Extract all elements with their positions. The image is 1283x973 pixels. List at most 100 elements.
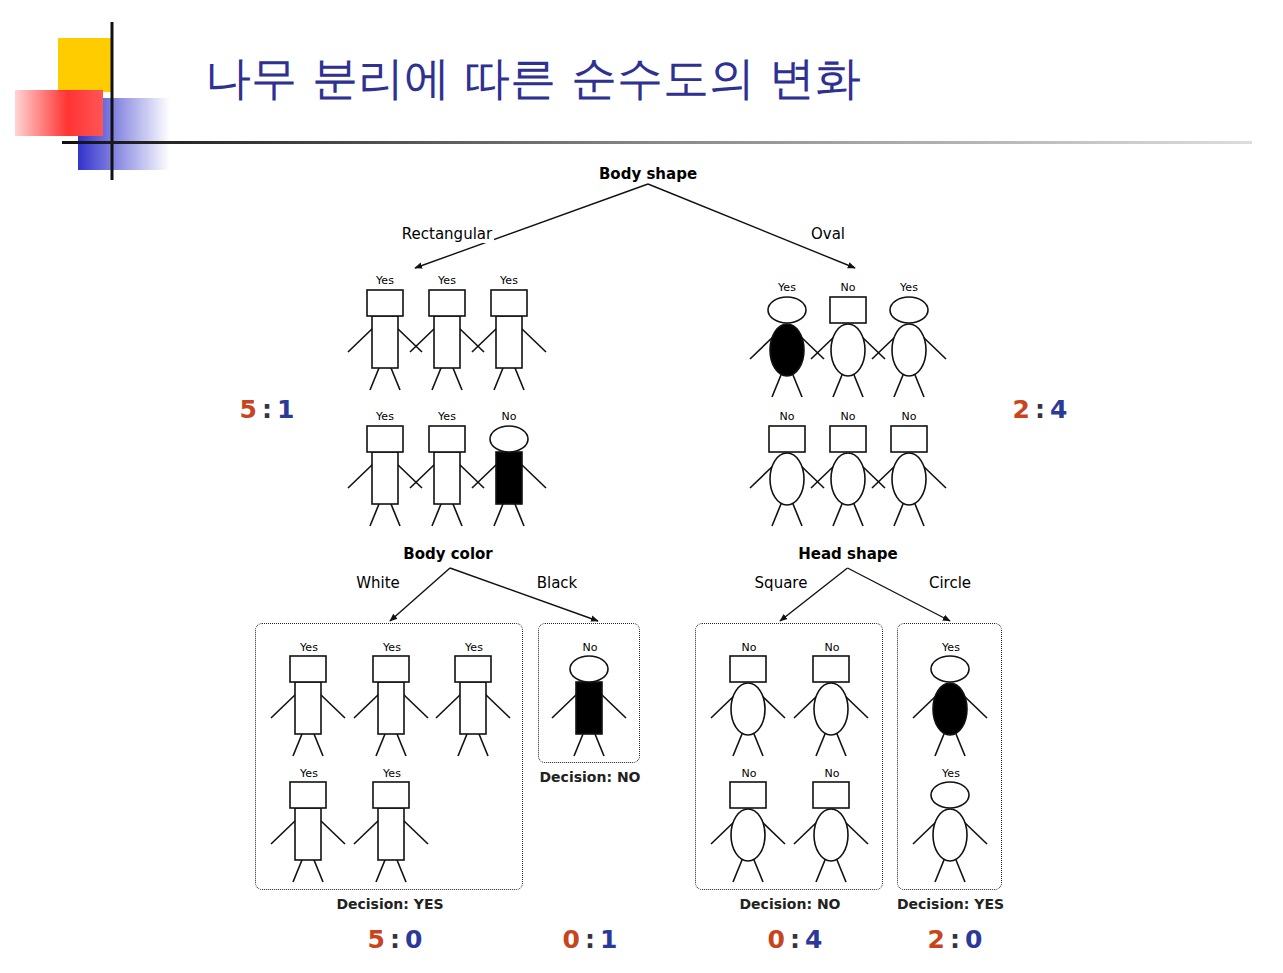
head-square [730, 656, 766, 682]
purity-ratio: 5:0 [368, 925, 423, 955]
stick-figure [794, 656, 868, 756]
head-circle [931, 656, 969, 682]
figure-label: Yes [465, 642, 483, 654]
figure-label: Yes [300, 768, 318, 780]
arm [397, 464, 422, 488]
stick-figure [271, 656, 345, 756]
split-label: Head shape [798, 545, 897, 563]
figure-label: Yes [438, 275, 456, 287]
stick-figure [472, 290, 546, 390]
leg [453, 504, 462, 526]
ratio-count: 2 [1013, 395, 1030, 425]
head-square [491, 290, 527, 316]
arm [485, 694, 510, 718]
ratio-separator: : [585, 925, 595, 955]
branch-label: Black [535, 574, 580, 592]
split-group: YesYesYesYesYesNoBody color [340, 270, 560, 567]
leg [432, 504, 441, 526]
figure-label: Yes [383, 642, 401, 654]
leg [754, 734, 763, 756]
leg [833, 504, 842, 526]
leg [494, 504, 503, 526]
head-square [290, 656, 326, 682]
stick-figure [750, 426, 824, 526]
ratio-count: 4 [1050, 395, 1067, 425]
figure-label: No [841, 282, 856, 294]
leg [293, 734, 302, 756]
stick-figure [552, 656, 626, 756]
figure-label: Yes [383, 768, 401, 780]
head-square [429, 290, 465, 316]
arm [320, 694, 345, 718]
leg [833, 375, 842, 397]
arm [354, 694, 379, 718]
stick-figure [794, 782, 868, 882]
purity-ratio: 2:0 [928, 925, 983, 955]
tree-branch [648, 184, 855, 268]
stick-figure [472, 426, 546, 526]
leg [432, 368, 441, 390]
body-rect [295, 808, 321, 860]
leg [479, 734, 488, 756]
leg [956, 734, 965, 756]
leg [894, 504, 903, 526]
purity-ratio: 5:1 [240, 395, 295, 425]
head-square [891, 426, 927, 452]
split-node: Body shape [597, 165, 699, 183]
leg [816, 734, 825, 756]
leg [391, 368, 400, 390]
arm [403, 694, 428, 718]
stick-figure [711, 782, 785, 882]
rule-horizontal [62, 141, 1252, 144]
ratio-count: 2 [928, 925, 945, 955]
head-square [830, 297, 866, 323]
body-rect [496, 316, 522, 368]
body-rect [496, 452, 522, 504]
leg [397, 860, 406, 882]
figure-label: No [902, 411, 917, 423]
stick-figure [348, 426, 422, 526]
split-group: YesNoYesNoNoNoHead shape [740, 270, 955, 567]
leaf-group: YesYesDecision: YES [897, 623, 1002, 890]
stick-figure [711, 656, 785, 756]
leg [314, 860, 323, 882]
leg [494, 368, 503, 390]
head-circle [490, 426, 528, 452]
stick-figure [872, 297, 946, 397]
leg [453, 368, 462, 390]
branch-label: Oval [809, 225, 847, 243]
figure-label: No [825, 642, 840, 654]
figure-label: No [825, 768, 840, 780]
leg [816, 860, 825, 882]
ratio-separator: : [390, 925, 400, 955]
stick-figure [436, 656, 510, 756]
ratio-separator: : [790, 925, 800, 955]
leg [574, 734, 583, 756]
body-oval [814, 683, 848, 735]
ratio-separator: : [262, 395, 272, 425]
branch-label: Circle [927, 574, 973, 592]
leaf-group: NoNoNoNoDecision: NO [695, 623, 883, 890]
body-rect [434, 452, 460, 504]
leg [935, 734, 944, 756]
arm [436, 694, 461, 718]
head-square [730, 782, 766, 808]
leaf-group: YesYesYesYesYesDecision: YES [255, 623, 523, 890]
stick-figure [410, 426, 484, 526]
leg [772, 375, 781, 397]
figure-label: No [742, 768, 757, 780]
decision-label: Decision: YES [897, 896, 1004, 913]
head-circle [890, 297, 928, 323]
body-rect [576, 682, 602, 734]
branch-label: Square [753, 574, 810, 592]
stick-figure [811, 426, 885, 526]
leg [595, 734, 604, 756]
arm [472, 328, 497, 352]
purity-ratio: 2:4 [1013, 395, 1068, 425]
leg [754, 860, 763, 882]
leg [733, 734, 742, 756]
ratio-count: 5 [240, 395, 257, 425]
head-square [373, 656, 409, 682]
